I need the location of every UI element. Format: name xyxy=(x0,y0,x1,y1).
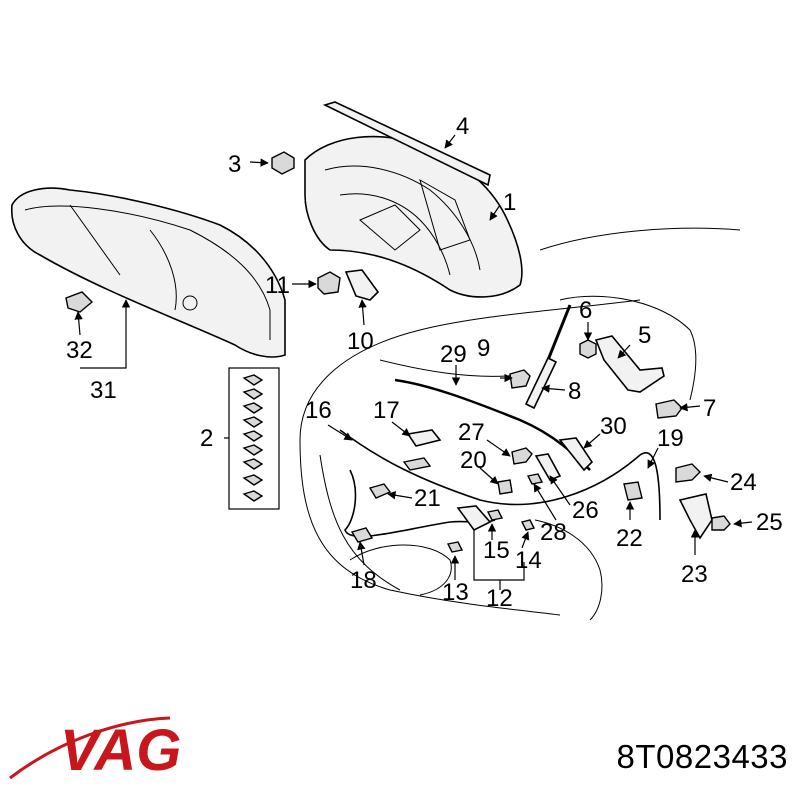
callout-28: 28 xyxy=(540,519,567,546)
bolt-7[interactable] xyxy=(655,399,683,419)
callout-29: 29 xyxy=(440,341,467,368)
bracket-23[interactable] xyxy=(678,493,713,540)
hood-seal-strip[interactable] xyxy=(322,101,491,187)
clip-32[interactable] xyxy=(65,291,94,313)
callout-13: 13 xyxy=(442,579,469,606)
callout-20: 20 xyxy=(460,447,487,474)
callout-11: 11 xyxy=(265,272,290,299)
callout-8: 8 xyxy=(568,378,581,405)
callout-18: 18 xyxy=(350,567,377,594)
callout-9: 9 xyxy=(477,335,490,362)
vag-logo: VAG xyxy=(9,716,181,783)
callout-14: 14 xyxy=(515,547,542,574)
callout-23: 23 xyxy=(681,561,708,588)
logo-text: VAG xyxy=(60,718,181,783)
hood-cable-29[interactable] xyxy=(394,378,591,471)
microswitch-15[interactable] xyxy=(486,509,504,521)
release-lever-30[interactable] xyxy=(558,437,594,472)
release-cable-19[interactable] xyxy=(339,429,661,521)
guide-26[interactable] xyxy=(534,453,562,481)
callout-17: 17 xyxy=(373,397,400,424)
latch-plate xyxy=(402,457,432,471)
callout-21: 21 xyxy=(414,485,441,512)
holder-22[interactable] xyxy=(623,481,643,501)
callout-7: 7 xyxy=(703,395,716,422)
part-number: 8T0823433 xyxy=(616,738,788,775)
clip-28[interactable] xyxy=(526,473,544,485)
callout-10: 10 xyxy=(347,328,374,355)
leader-lines xyxy=(74,134,753,590)
callout-6: 6 xyxy=(579,297,592,324)
hood-insulation-pad[interactable] xyxy=(10,187,286,358)
clip-14[interactable] xyxy=(520,519,536,531)
callout-19: 19 xyxy=(657,425,684,452)
bolt-24[interactable] xyxy=(675,463,701,483)
callout-27: 27 xyxy=(458,419,485,446)
bracket-20[interactable] xyxy=(497,479,513,495)
bump-stop-11[interactable] xyxy=(317,271,341,295)
bracket-10[interactable] xyxy=(344,269,380,301)
callout-26: 26 xyxy=(572,497,599,524)
gas-strut-8[interactable] xyxy=(524,304,572,410)
callout-4: 4 xyxy=(456,113,469,140)
latch-17[interactable] xyxy=(406,429,442,447)
callout-12: 12 xyxy=(486,585,513,612)
callout-3: 3 xyxy=(228,151,241,178)
connector-18 xyxy=(350,527,374,543)
callout-labels: 1 2 3 4 5 6 7 8 9 10 11 12 13 14 15 16 1… xyxy=(66,113,783,612)
bolt-9[interactable] xyxy=(509,369,531,389)
callout-25: 25 xyxy=(756,509,783,536)
callout-32: 32 xyxy=(66,337,93,364)
nut-3[interactable] xyxy=(271,151,295,175)
plug-25[interactable] xyxy=(711,515,731,531)
callout-30: 30 xyxy=(600,413,627,440)
callout-22: 22 xyxy=(616,525,643,552)
fastener-kit[interactable] xyxy=(228,367,280,510)
callout-1: 1 xyxy=(503,189,516,216)
hood-panel[interactable] xyxy=(304,135,523,298)
callout-2: 2 xyxy=(200,425,213,452)
callout-31: 31 xyxy=(90,377,117,404)
switch-21[interactable] xyxy=(368,483,392,499)
callout-16: 16 xyxy=(305,397,332,424)
lock-assembly-12[interactable] xyxy=(456,505,492,532)
callout-5: 5 xyxy=(638,322,651,349)
callout-15: 15 xyxy=(483,537,510,564)
hood-hinge-5[interactable] xyxy=(579,335,665,393)
callout-24: 24 xyxy=(730,469,757,496)
bolt-13[interactable] xyxy=(446,541,464,553)
bolt-27[interactable] xyxy=(511,447,533,465)
